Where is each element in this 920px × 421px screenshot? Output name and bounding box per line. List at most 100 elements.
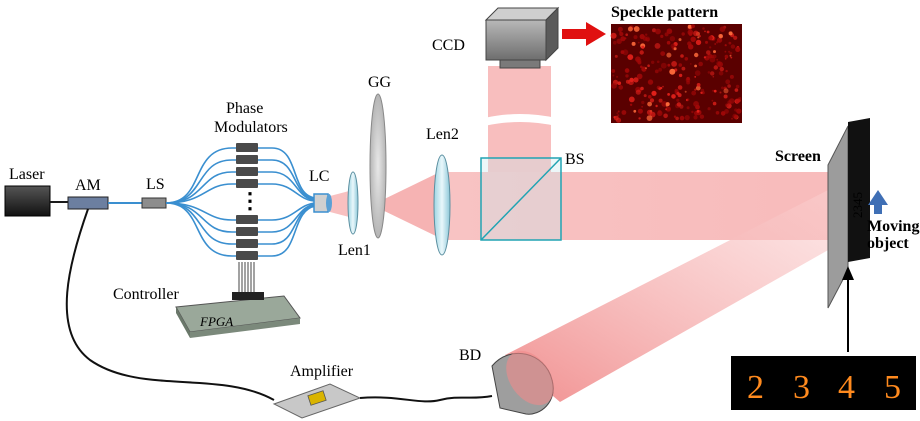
speckle-grain [641,45,645,49]
speckle-grain [610,32,617,39]
speckle-grain [622,49,629,56]
collimated-beam [440,172,830,240]
speckle-grain [686,98,690,102]
cable-am-amplifier [65,208,275,401]
speckle-grain [660,34,664,39]
speckle-grain [713,89,717,93]
speckle-grain [625,74,629,78]
len1-lens [347,171,359,235]
speckle-grain [633,109,637,113]
speckle-grain [637,41,640,44]
speckle-grain [636,73,643,80]
speckle-grain [666,40,671,45]
speckle-grain [717,37,723,43]
fpga-label: FPGA [199,314,233,329]
speckle-grain [687,29,694,36]
speckle-grain [698,35,701,38]
speckle-grain [667,93,670,96]
speckle-grain [637,108,643,114]
phase-modulator-3 [236,167,258,176]
speckle-grain [640,86,644,91]
laser-body [4,185,51,217]
ccd-lens-mount [499,59,541,69]
speckle-grain [617,26,623,32]
speckle-grain [711,99,714,102]
speckle-grain [734,108,738,112]
len2: Len2 [426,126,459,256]
speckle-grain [639,34,645,40]
bd-aperture [506,350,554,406]
object-plate-text: 2345 [850,192,865,218]
speckle-grain [700,91,703,95]
controller-label: Controller [113,286,179,303]
speckle-grain [678,73,683,78]
moving-object-label-line1: Moving [867,218,919,235]
speckle-grain [673,47,677,51]
len2-label: Len2 [426,126,459,143]
speckle-grain [687,24,692,29]
speckle-grain [735,46,741,53]
speckle-grain [733,35,738,40]
speckle-grain [611,69,616,73]
fpga-board-side [176,307,190,338]
len2-lens [433,154,451,256]
screen-label: Screen [775,148,821,165]
speckle-grain [641,106,643,108]
phase-modulator-1 [236,143,258,152]
phase-modulator-7 [236,239,258,248]
speckle-pattern-label: Speckle pattern [611,4,718,21]
ls-body [141,197,167,209]
speckle-grain [676,102,682,107]
phase-modulator-2 [236,155,258,164]
speckle-grain [729,51,733,55]
speckle-grain [616,112,619,115]
speckle-grain [694,52,699,58]
speckle-grain [645,33,648,36]
speckle-grain [706,30,710,34]
beam-splitter: BS [480,151,585,241]
speckle-grain [616,75,619,78]
speckle-grain [616,38,622,44]
speckle-grain [735,84,740,89]
lc-face [326,194,332,212]
speckle-grain [718,34,723,39]
speckle-grain [646,115,653,121]
bucket-detector: BD [459,347,554,415]
speckle-grain [625,68,630,73]
speckle-grain [699,114,705,119]
speckle-grain [660,62,667,69]
speckle-grain [646,109,653,115]
speckle-grain [662,85,664,88]
speckle-grain [656,60,660,64]
speckle-grain [710,71,715,76]
phase-modulator-4 [236,179,258,188]
speckle-grain [669,36,676,42]
speckle-grain [652,28,656,33]
speckle-grain [727,84,731,88]
speckle-dots [610,24,742,123]
speckle-grain [712,89,715,92]
speckle-grain [707,107,711,111]
speckle-grain [663,113,668,119]
phase-modulator-6 [236,227,258,236]
digit-strip: 2 3 4 5 [731,356,916,410]
speckle-grain [651,60,655,64]
speckle-grain [617,110,620,113]
speckle-grain [648,95,652,99]
speckle-grain [661,101,668,107]
speckle-grain [620,36,626,42]
speckle-grain [655,104,658,108]
speckle-grain [629,103,633,107]
speckle-grain [611,82,617,89]
screen-panel [827,125,849,309]
speckle-grain [635,89,641,95]
amplifier-label: Amplifier [290,363,354,380]
laser-label: Laser [9,166,45,183]
speckle-grain [734,88,739,92]
speckle-grain [666,28,673,34]
speckle-grain [690,36,696,42]
speckle-grain [649,98,655,103]
speckle-grain [613,115,619,121]
speckle-grain [714,43,717,45]
ls-label: LS [146,176,165,193]
